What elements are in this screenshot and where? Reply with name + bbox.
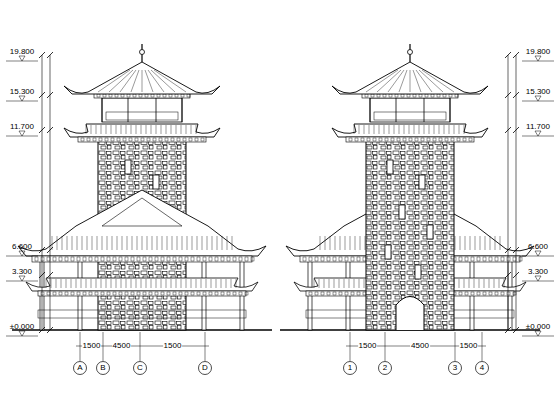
- level-text: 15.300: [10, 88, 34, 96]
- level-text: 11.700: [10, 123, 34, 131]
- axis-line: [385, 332, 386, 361]
- dimension-text: 4500: [112, 342, 132, 350]
- level-mark: [19, 56, 25, 61]
- axis-label: B: [100, 364, 105, 372]
- level-mark: [535, 56, 541, 61]
- axis-bubble: [344, 362, 357, 375]
- axis-label: C: [137, 364, 143, 372]
- axis-line: [482, 332, 483, 361]
- axis-label: 4: [480, 364, 484, 372]
- level-mark: [535, 276, 541, 281]
- axis-bubble: [134, 362, 147, 375]
- axis-bubble: [199, 362, 212, 375]
- axis-bubble: [97, 362, 110, 375]
- level-text: ±0.000: [10, 323, 34, 331]
- axis-bubble: [74, 362, 87, 375]
- level-mark: [19, 331, 25, 336]
- level-mark: [19, 131, 25, 136]
- dimension-text: 1500: [163, 342, 183, 350]
- axis-label: A: [77, 364, 82, 372]
- axis-line: [350, 332, 351, 361]
- axis-label: 2: [383, 364, 387, 372]
- dimension-chain: [505, 52, 519, 333]
- dimension-text: 1500: [459, 342, 479, 350]
- level-mark: [535, 96, 541, 101]
- axis-bubble: [476, 362, 489, 375]
- axis-label: D: [202, 364, 208, 372]
- dimension-text: 1500: [358, 342, 378, 350]
- level-mark: [19, 96, 25, 101]
- axis-bubble: [449, 362, 462, 375]
- axis-line: [140, 332, 141, 361]
- level-text: 15.300: [526, 88, 550, 96]
- axis-line: [103, 332, 104, 361]
- axis-line: [455, 332, 456, 361]
- axis-line: [80, 332, 81, 361]
- level-mark: [19, 276, 25, 281]
- level-text: 6.600: [528, 243, 548, 251]
- axis-label: 1: [348, 364, 352, 372]
- level-mark: [19, 251, 25, 256]
- level-text: 3.300: [12, 268, 32, 276]
- level-text: 6.600: [12, 243, 32, 251]
- tower-elevation: [12, 44, 272, 330]
- tower-elevation: [280, 44, 540, 330]
- level-text: 11.700: [526, 123, 550, 131]
- dimension-text: 1500: [82, 342, 102, 350]
- level-mark: [535, 251, 541, 256]
- level-text: 19.800: [526, 48, 550, 56]
- level-mark: [535, 131, 541, 136]
- axis-line: [205, 332, 206, 361]
- level-text: ±0.000: [526, 323, 550, 331]
- axis-label: 3: [453, 364, 457, 372]
- level-text: 3.300: [528, 268, 548, 276]
- level-text: 19.800: [10, 48, 34, 56]
- level-mark: [535, 331, 541, 336]
- dimension-text: 4500: [410, 342, 430, 350]
- axis-bubble: [379, 362, 392, 375]
- dimension-chain: [39, 52, 53, 333]
